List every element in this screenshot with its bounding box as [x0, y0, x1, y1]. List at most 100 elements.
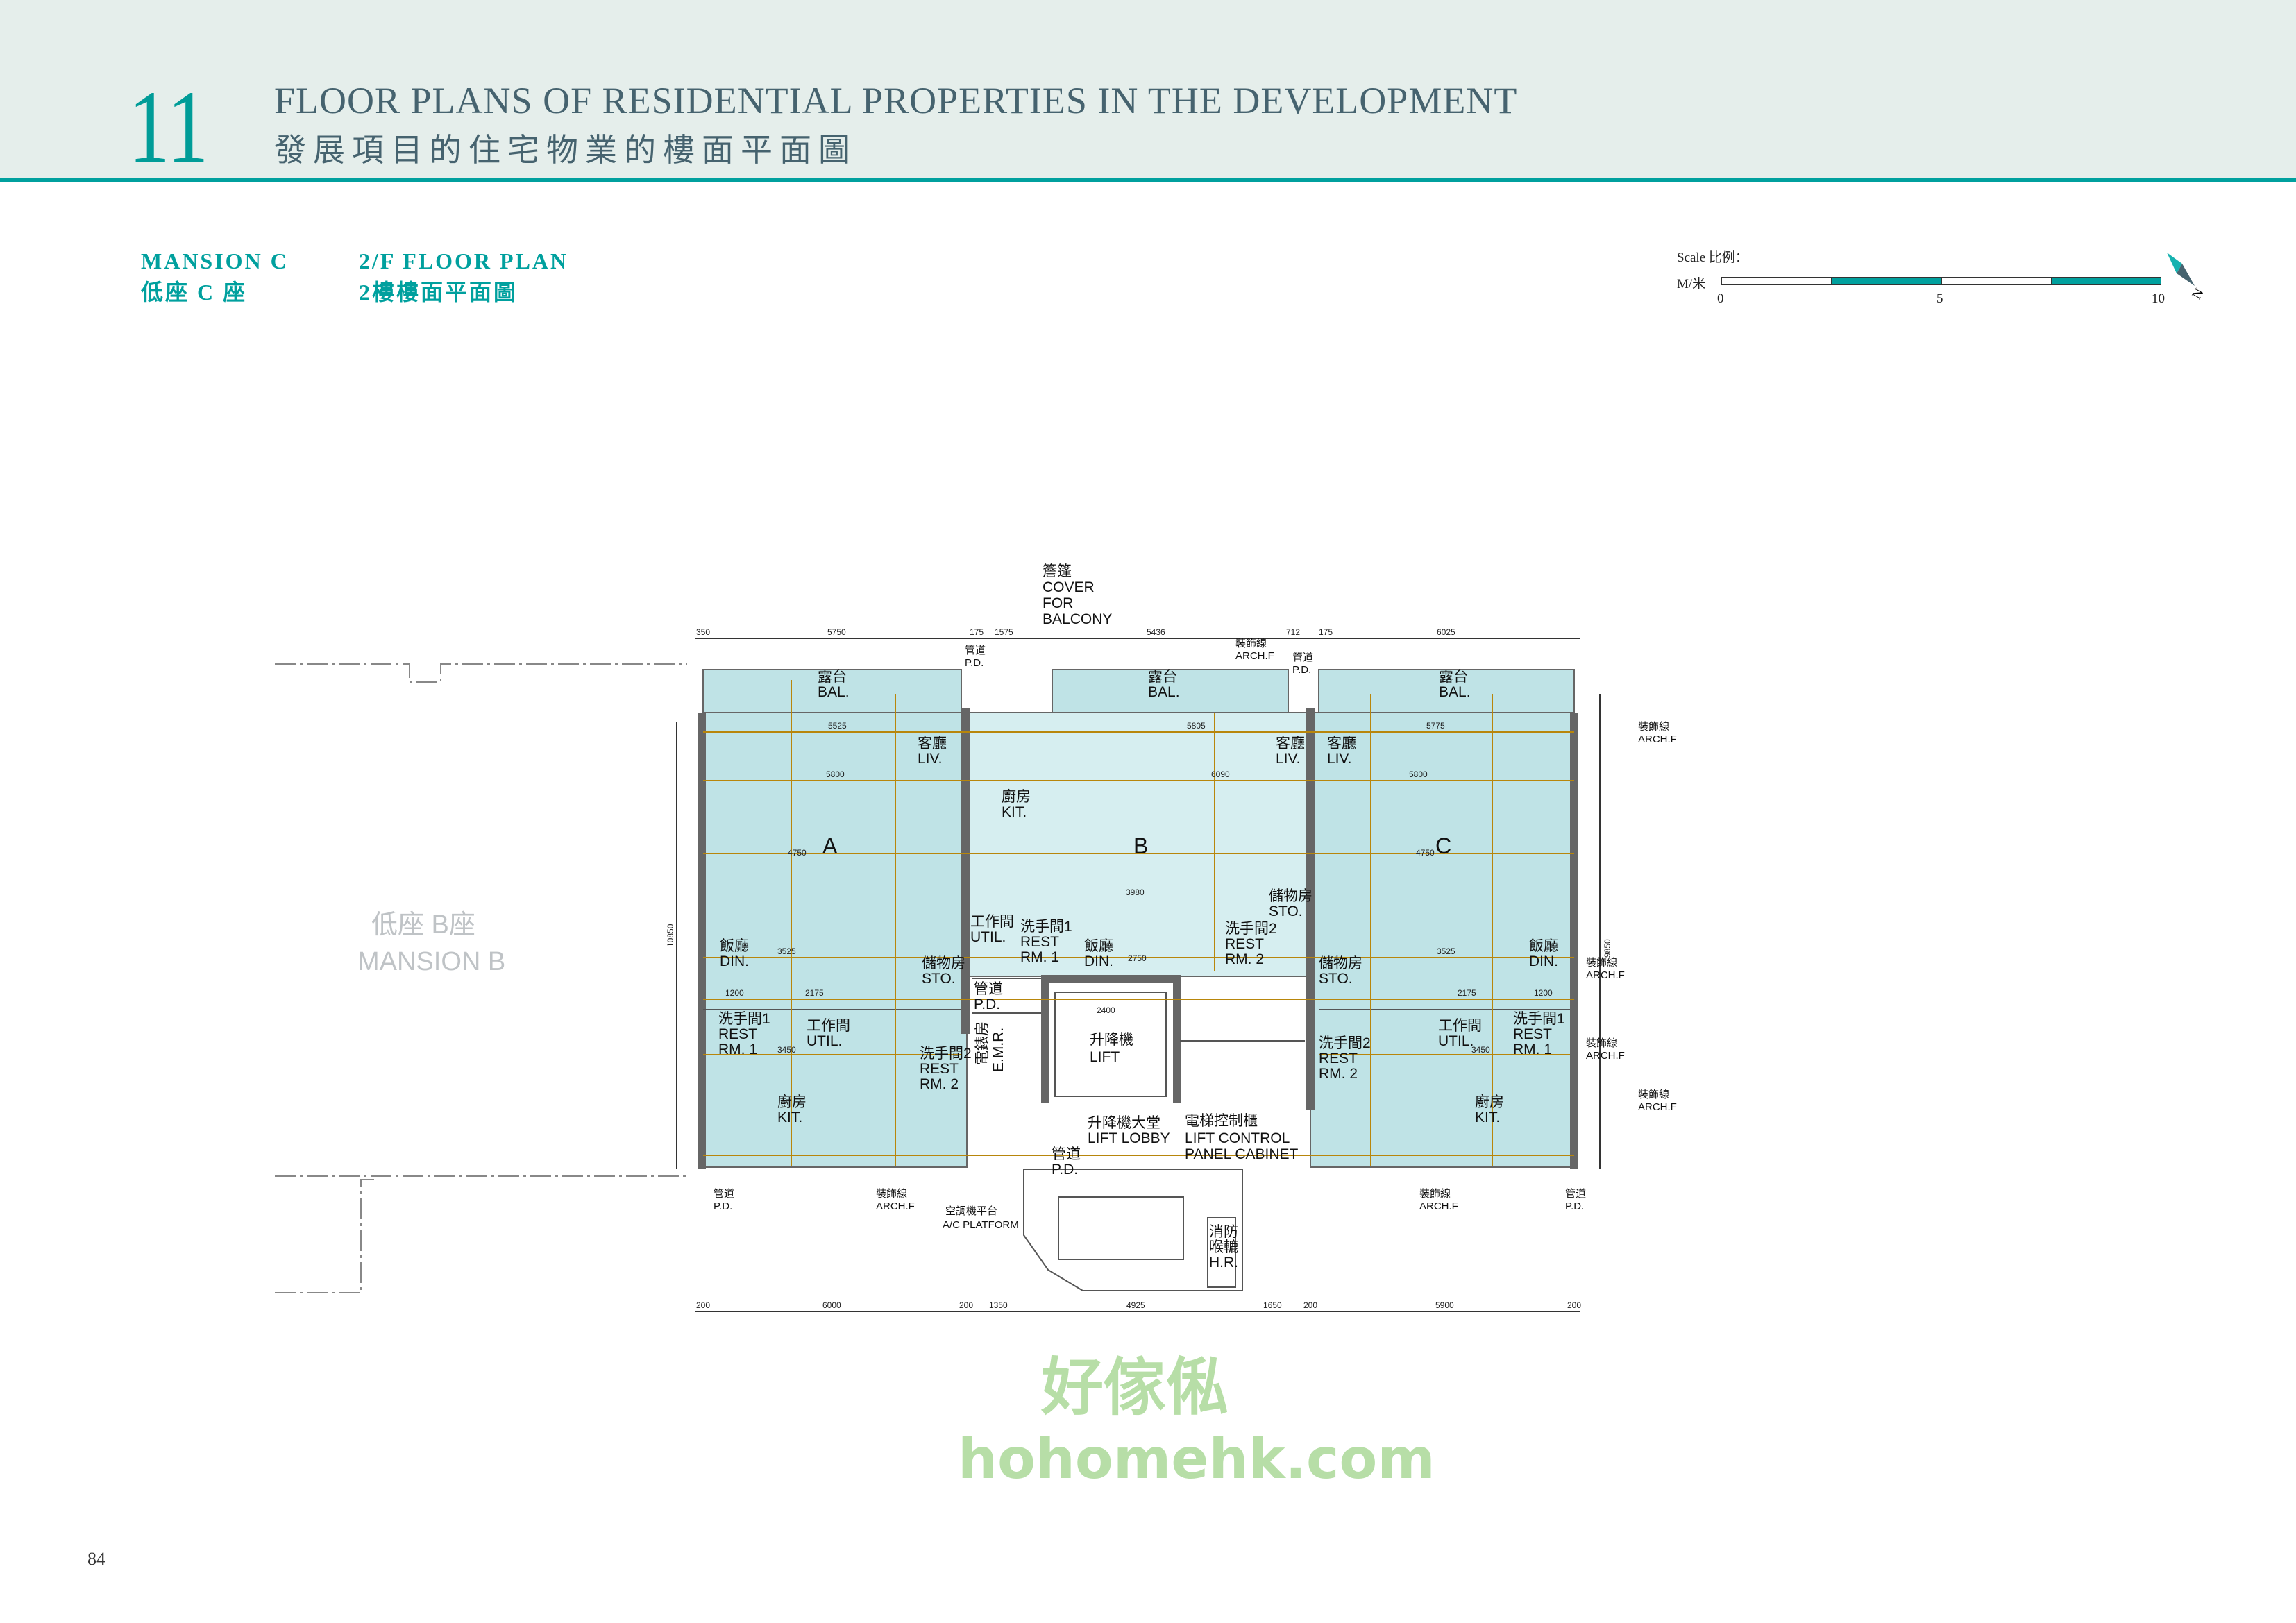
svg-text:飯廳: 飯廳	[1084, 938, 1113, 954]
dim-label: 712	[1286, 627, 1300, 637]
svg-text:LIFT CONTROL: LIFT CONTROL	[1185, 1130, 1290, 1146]
svg-text:ARCH.F: ARCH.F	[1638, 733, 1677, 745]
dim-label: 5775	[1426, 721, 1445, 731]
svg-text:廚房: 廚房	[1002, 789, 1031, 805]
svg-text:廚房: 廚房	[1475, 1094, 1504, 1110]
svg-text:REST: REST	[718, 1026, 757, 1042]
svg-text:洗手間2: 洗手間2	[1225, 921, 1277, 937]
svg-text:洗手間1: 洗手間1	[718, 1011, 770, 1027]
page-title-en: FLOOR PLANS OF RESIDENTIAL PROPERTIES IN…	[274, 80, 1518, 121]
dim-label: 1200	[1534, 988, 1553, 998]
svg-text:洗手間1: 洗手間1	[1513, 1011, 1565, 1027]
dim-label: 200	[1303, 1300, 1317, 1310]
svg-text:STO.: STO.	[922, 971, 956, 987]
dims-bottom: 200 6000 200 1350 4925 1650 200 5900 200…	[666, 924, 1612, 1310]
svg-text:REST: REST	[920, 1061, 959, 1077]
unit-b	[966, 712, 1311, 977]
stair-flights	[1058, 1196, 1184, 1260]
dim-label: 2175	[805, 988, 824, 998]
unit-label-b: B	[1133, 833, 1148, 858]
svg-text:LIFT: LIFT	[1090, 1049, 1120, 1065]
svg-text:KIT.: KIT.	[777, 1110, 802, 1125]
dim-label: 4750	[1416, 848, 1435, 858]
svg-text:升降機大堂: 升降機大堂	[1088, 1115, 1160, 1131]
unit-fills	[702, 669, 1575, 1168]
dim-label-left: 10850	[666, 924, 675, 947]
svg-text:P.D.: P.D.	[974, 996, 1000, 1012]
svg-text:LIFT LOBBY: LIFT LOBBY	[1088, 1130, 1170, 1146]
svg-text:管道: 管道	[1052, 1146, 1081, 1162]
dim-label-right: 9850	[1603, 939, 1612, 958]
svg-text:STO.: STO.	[1319, 971, 1353, 987]
header-band: 11 FLOOR PLANS OF RESIDENTIAL PROPERTIES…	[0, 0, 2296, 182]
svg-text:消防: 消防	[1209, 1224, 1238, 1240]
svg-text:REST: REST	[1020, 934, 1059, 950]
dim-label: 1575	[995, 627, 1013, 637]
dim-label: 3450	[1471, 1045, 1490, 1055]
svg-text:P.D.: P.D.	[1565, 1200, 1584, 1212]
dim-label: 3525	[777, 946, 796, 956]
dimension-lines	[703, 680, 1574, 1166]
dim-label: 200	[1567, 1300, 1581, 1310]
svg-text:喉轆: 喉轆	[1209, 1239, 1238, 1255]
scale-tick-5: 5	[1936, 291, 1943, 306]
neighbour-label-en: MANSION B	[357, 947, 505, 976]
svg-text:H.R.: H.R.	[1209, 1255, 1238, 1271]
svg-text:BAL.: BAL.	[1148, 684, 1180, 700]
svg-text:RM. 1: RM. 1	[1513, 1042, 1552, 1057]
svg-text:COVER: COVER	[1043, 579, 1095, 595]
svg-text:洗手間2: 洗手間2	[1319, 1035, 1371, 1051]
svg-text:儲物房: 儲物房	[1319, 955, 1362, 971]
svg-text:ARCH.F: ARCH.F	[876, 1200, 915, 1212]
lift-shaft	[1054, 992, 1167, 1097]
dim-label: 3980	[1126, 887, 1145, 897]
svg-text:儲物房: 儲物房	[1269, 888, 1312, 904]
mansion-label-zh: 低座 C 座	[141, 280, 248, 305]
unit-label-c: C	[1435, 833, 1451, 858]
svg-text:P.D.: P.D.	[1292, 664, 1311, 676]
svg-text:裝飾線: 裝飾線	[1419, 1188, 1451, 1200]
watermark: 好傢俬 hohomehk.com	[958, 1351, 1435, 1491]
dim-label: 5436	[1147, 627, 1165, 637]
svg-text:ARCH.F: ARCH.F	[1586, 1050, 1625, 1062]
dim-label: 5800	[1409, 770, 1428, 779]
svg-text:REST: REST	[1319, 1051, 1358, 1067]
walls	[698, 708, 1578, 1169]
neighbour-label-zh: 低座 B座	[371, 910, 475, 940]
svg-text:P.D.: P.D.	[714, 1200, 732, 1212]
plan-label-zh: 2樓樓面平面圖	[359, 280, 518, 305]
svg-text:LIV.: LIV.	[1327, 751, 1351, 767]
svg-text:ARCH.F: ARCH.F	[1419, 1200, 1458, 1212]
dims-inner: 5525 5800 4750 3525 2175 1200 3450 5805 …	[725, 721, 1553, 1055]
scale-unit: M/米	[1677, 277, 1706, 291]
svg-text:UTIL.: UTIL.	[1438, 1033, 1474, 1049]
svg-text:客廳: 客廳	[1276, 736, 1305, 751]
svg-text:REST: REST	[1513, 1026, 1552, 1042]
staircase	[1023, 1169, 1243, 1291]
svg-text:管道: 管道	[974, 981, 1003, 997]
svg-text:BAL.: BAL.	[818, 684, 850, 700]
svg-text:REST: REST	[1225, 936, 1264, 952]
svg-text:RM. 1: RM. 1	[718, 1042, 757, 1057]
svg-text:BALCONY: BALCONY	[1043, 611, 1112, 627]
balcony-b	[1052, 669, 1289, 713]
svg-text:P.D.: P.D.	[1052, 1162, 1078, 1178]
unit-a	[702, 712, 968, 1168]
svg-text:UTIL.: UTIL.	[970, 929, 1006, 945]
svg-text:P.D.: P.D.	[965, 657, 984, 669]
svg-text:裝飾線: 裝飾線	[1638, 721, 1669, 733]
unit-label-a: A	[822, 833, 838, 858]
svg-text:hohomehk.com: hohomehk.com	[958, 1427, 1435, 1491]
svg-text:客廳: 客廳	[918, 736, 947, 751]
svg-text:PANEL CABINET: PANEL CABINET	[1185, 1146, 1299, 1162]
dim-label: 5800	[826, 770, 845, 779]
dim-label: 1350	[989, 1300, 1008, 1310]
mansion-label-en: MANSION C	[141, 248, 289, 273]
svg-text:儲物房: 儲物房	[922, 955, 965, 971]
scale-tick-10: 10	[2152, 291, 2165, 306]
svg-text:RM. 2: RM. 2	[1319, 1066, 1358, 1082]
svg-text:E.M.R.: E.M.R.	[990, 1028, 1006, 1072]
